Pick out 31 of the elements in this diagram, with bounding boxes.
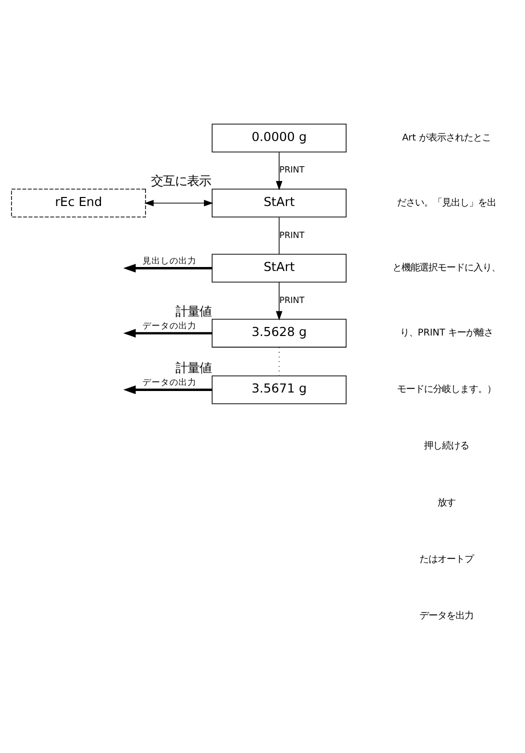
arrow xyxy=(144,199,214,206)
node-label: 計量値 xyxy=(176,302,212,318)
edge-label: データの出力 xyxy=(142,320,196,331)
label: 放す xyxy=(437,496,456,508)
connector xyxy=(278,216,280,254)
label: り、PRINT キーが離さ xyxy=(400,327,494,338)
label: ださい。「見出し」を出 xyxy=(396,197,496,208)
node-box: 3.5671 g xyxy=(212,374,347,404)
label: データを出力 xyxy=(419,610,474,621)
edge-label: データの出力 xyxy=(142,377,196,388)
node-box: rEc End xyxy=(11,188,146,217)
node-box: 0.0000 g xyxy=(212,123,347,152)
label: と機能選択モードに入り、 xyxy=(392,262,500,274)
edge-label: PRINT xyxy=(279,230,305,240)
arrow xyxy=(276,282,282,320)
edge-label: PRINT xyxy=(279,295,305,306)
edge-label: PRINT xyxy=(279,165,305,176)
arrow xyxy=(123,263,212,272)
label: たはオートプ xyxy=(419,553,474,564)
edge-label: 見出しの出力 xyxy=(142,256,196,266)
label: Art が表示されたとこ xyxy=(402,132,491,143)
arrow xyxy=(123,328,212,338)
node-label: 計量値 xyxy=(176,359,212,374)
arrow xyxy=(276,151,282,190)
arrow xyxy=(123,384,212,394)
label: モードに分岐します。） xyxy=(396,384,496,395)
node-box: StArt xyxy=(212,253,347,282)
label: 押し続ける xyxy=(424,440,469,452)
node-box: StArt xyxy=(212,188,347,217)
node-box: 3.5628 g xyxy=(212,318,347,348)
node-label: 交互に表示 xyxy=(151,172,212,188)
